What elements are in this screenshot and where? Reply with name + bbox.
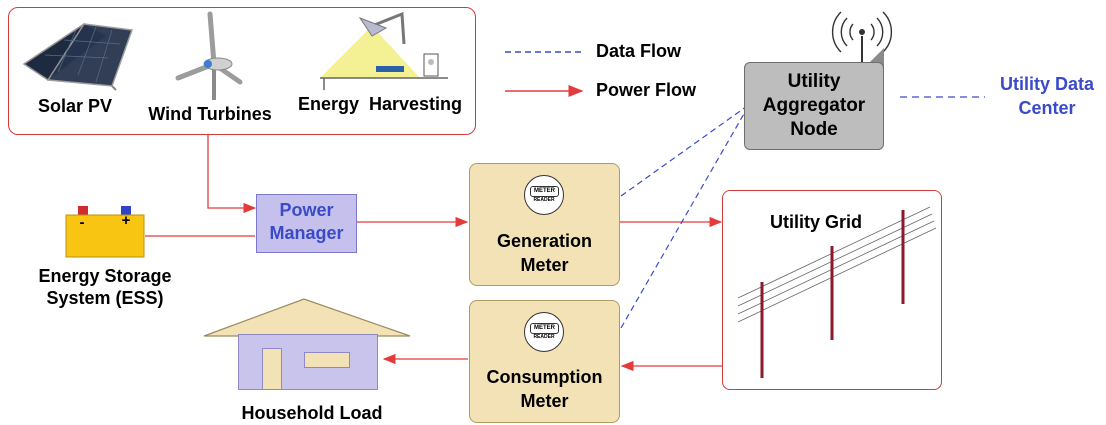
battery-neg-sign: - [79, 214, 85, 231]
battery-icon [65, 206, 145, 258]
ess-label-line-2: System (ESS) [46, 288, 164, 308]
house-roof-icon [203, 298, 411, 337]
consumption-meter-line-2: Meter [520, 391, 569, 411]
solar-panel-icon [22, 23, 134, 91]
legend-data-flow-label: Data Flow [596, 41, 682, 61]
meter-badge-top: METER [530, 186, 559, 197]
house-window-icon [304, 352, 350, 368]
battery-pos-sign: + [121, 212, 131, 229]
generation-meter-line-2: Meter [520, 255, 569, 275]
consmeter-data-line [620, 111, 746, 329]
energy-harvesting-icon [320, 11, 448, 90]
aggregator-node-box [744, 62, 884, 150]
consumption-meter-reader-icon: METER READER [524, 312, 564, 352]
household-load-label: Household Load [241, 403, 383, 423]
consumption-meter-line-1: Consumption [486, 367, 603, 387]
source-to-manager-line [207, 135, 257, 214]
power-manager-box [256, 194, 357, 253]
aggregator-line-2: Aggregator [762, 95, 866, 116]
energy-sources-box [8, 7, 476, 135]
generation-meter-line-1: Generation [496, 231, 593, 251]
power-manager-line-1: Power [279, 200, 334, 220]
aggregator-line-1: Utility [787, 71, 841, 92]
wind-turbines-label: Wind Turbines [148, 104, 272, 124]
antenna-icon [831, 11, 893, 64]
generation-meter-reader-icon: METER READER [524, 175, 564, 215]
aggregator-line-3: Node [790, 119, 838, 140]
data-center-line-1: Utility Data [999, 74, 1095, 94]
energy-harvesting-label: Energy Harvesting [297, 94, 463, 114]
meter-badge-bottom: READER [533, 334, 555, 340]
legend-power-flow-label: Power Flow [596, 80, 697, 100]
meter-badge-bottom: READER [533, 197, 555, 203]
wind-turbine-icon [175, 11, 243, 100]
data-center-line-2: Center [1018, 98, 1076, 118]
ess-label-line-1: Energy Storage [38, 266, 172, 286]
genmeter-data-line [620, 103, 751, 197]
utility-grid-label: Utility Grid [769, 212, 862, 232]
power-manager-line-2: Manager [269, 223, 344, 243]
meter-badge-top: METER [530, 323, 559, 334]
house-door-icon [262, 348, 282, 390]
solar-pv-label: Solar PV [37, 96, 113, 116]
